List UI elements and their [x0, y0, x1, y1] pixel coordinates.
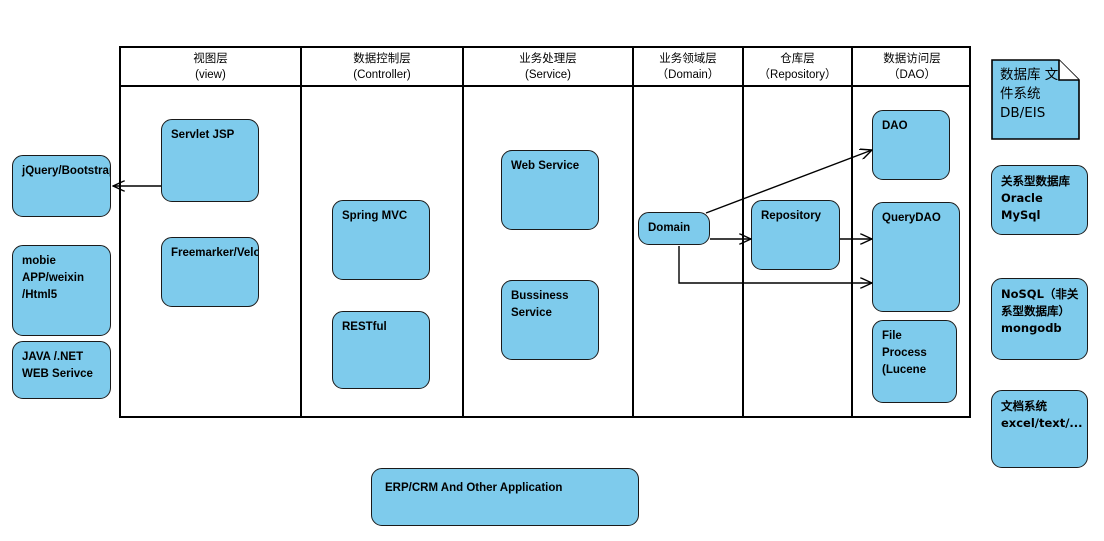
- storage-note-database-filesystem[interactable]: 数据库 文件系统 DB/EIS: [991, 59, 1080, 140]
- column-divider-3: [632, 46, 634, 418]
- column-divider-1: [300, 46, 302, 418]
- service-node-bussiness-service[interactable]: Bussiness Service: [501, 280, 599, 360]
- column-header-controller: 数据控制层 (Controller): [302, 50, 462, 83]
- column-divider-5: [851, 46, 853, 418]
- column-header-dao-cn: 数据访问层: [883, 51, 941, 65]
- footer-node-erp-crm[interactable]: ERP/CRM And Other Application: [371, 468, 639, 526]
- column-header-domain-en: （Domain）: [656, 68, 720, 81]
- domain-node-domain[interactable]: Domain: [638, 212, 710, 245]
- column-header-service: 业务处理层 (Service): [464, 50, 632, 83]
- storage-node-document-system[interactable]: 文档系统 excel/text/...: [991, 390, 1088, 468]
- storage-node-relational-database[interactable]: 关系型数据库 Oracle MySql: [991, 165, 1088, 235]
- dao-node-querydao[interactable]: QueryDAO: [872, 202, 960, 312]
- column-header-domain: 业务领域层 （Domain）: [634, 50, 742, 83]
- client-node-mobile-app[interactable]: mobie APP/weixin /Html5: [12, 245, 111, 336]
- storage-node-nosql[interactable]: NoSQL（非关系型数据库） mongodb: [991, 278, 1088, 360]
- column-divider-4: [742, 46, 744, 418]
- column-header-dao-en: （DAO）: [888, 68, 936, 81]
- column-header-controller-cn: 数据控制层: [353, 51, 411, 65]
- dao-node-dao[interactable]: DAO: [872, 110, 950, 180]
- column-header-repository-cn: 仓库层: [780, 51, 815, 65]
- client-node-java-net-web-service[interactable]: JAVA /.NET WEB Serivce: [12, 341, 111, 399]
- client-node-jquery-bootstrap[interactable]: jQuery/Bootstrap/EXT/...: [12, 155, 111, 217]
- column-divider-2: [462, 46, 464, 418]
- column-header-service-cn: 业务处理层: [519, 51, 577, 65]
- column-header-controller-en: (Controller): [353, 68, 411, 81]
- view-node-servlet-jsp[interactable]: Servlet JSP: [161, 119, 259, 202]
- column-header-view-cn: 视图层: [193, 51, 228, 65]
- column-header-repository: 仓库层 （Repository）: [744, 50, 851, 83]
- storage-note-label: 数据库 文件系统 DB/EIS: [1000, 67, 1059, 122]
- controller-node-restful[interactable]: RESTful: [332, 311, 430, 389]
- column-header-domain-cn: 业务领域层: [659, 51, 717, 65]
- view-node-freemarker-velocity[interactable]: Freemarker/Velocity: [161, 237, 259, 307]
- header-divider: [119, 85, 971, 87]
- column-header-view-en: (view): [195, 68, 226, 81]
- repository-node-repository[interactable]: Repository: [751, 200, 840, 270]
- column-header-service-en: (Service): [524, 68, 571, 81]
- column-header-view: 视图层 (view): [121, 50, 300, 83]
- service-node-web-service[interactable]: Web Service: [501, 150, 599, 230]
- column-header-repository-en: （Repository）: [758, 68, 837, 81]
- controller-node-spring-mvc[interactable]: Spring MVC: [332, 200, 430, 280]
- note-shape-icon: [991, 59, 1080, 140]
- column-header-dao: 数据访问层 （DAO）: [853, 50, 971, 83]
- dao-node-file-process-lucene[interactable]: File Process (Lucene: [872, 320, 957, 403]
- layer-table: [119, 46, 971, 418]
